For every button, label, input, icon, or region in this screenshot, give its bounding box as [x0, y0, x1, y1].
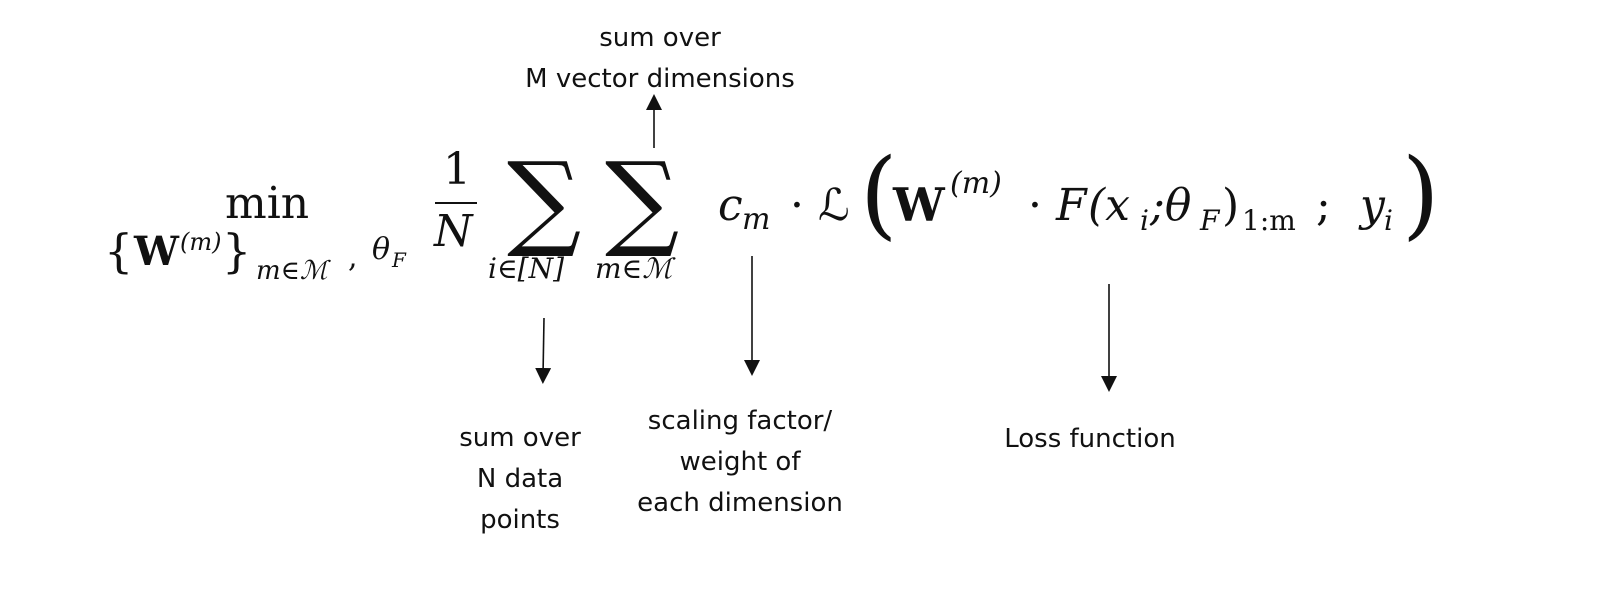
formula-y: y [1360, 180, 1385, 231]
formula-semicolon: ; [1316, 180, 1331, 231]
formula-y-sub: i [1384, 204, 1393, 237]
formula-inner-theta: ;θ [1150, 180, 1192, 231]
formula-lbrace: { [104, 224, 134, 278]
formula-cdot-2: · [1028, 180, 1042, 231]
annotation-loss-line1: Loss function [1004, 424, 1176, 454]
formula-w-set-sup: (m) [180, 228, 222, 256]
formula-c-sub: m [742, 202, 771, 237]
arrow-down-sum-n [535, 317, 552, 384]
formula-sum-m-sub: m∈ℳ [595, 252, 673, 285]
formula-w: W [893, 178, 945, 232]
annotation-sum-n-line1: sum over [459, 423, 581, 453]
annotation-scaling: scaling factor/ weight of each dimension [620, 401, 860, 524]
formula-fraction-numerator: 1 [443, 144, 471, 195]
formula-fraction-bar [435, 202, 477, 204]
formula-lparen: ( [860, 138, 898, 250]
formula-cdot: · [790, 180, 804, 231]
formula-theta2-sub: F [1200, 204, 1220, 237]
formula-set-sub: m∈ℳ [256, 256, 328, 286]
formula-min: min [225, 178, 310, 229]
annotation-scaling-line1: scaling factor/ [647, 406, 833, 436]
formula-w-set: W [134, 228, 179, 275]
formula-fraction-denominator: N [434, 206, 473, 257]
formula-rbrace: } [222, 224, 252, 278]
formula-sum-n-sigma: ∑ [507, 139, 582, 261]
formula-range-sub: 1:m [1242, 204, 1296, 237]
annotation-loss: Loss function [960, 419, 1220, 460]
formula-sum-n-sub: i∈[N] [488, 252, 565, 285]
annotation-sum-m-line1: sum over [599, 23, 721, 53]
formula-c: c [718, 180, 743, 231]
annotation-sum-m-line2: M vector dimensions [525, 64, 795, 94]
formula-f: F [1056, 180, 1087, 231]
annotation-scaling-line2: weight of [679, 447, 801, 477]
formula-inner-close: ) [1222, 180, 1240, 231]
formula-theta-sub: F [392, 248, 406, 272]
annotation-sum-n-line3: points [480, 505, 560, 535]
formula-loss-symbol: ℒ [818, 180, 850, 231]
formula-inner-open: (x [1088, 180, 1130, 231]
formula-theta: θ [372, 232, 391, 267]
annotation-sum-n: sum over N data points [440, 418, 600, 541]
annotation-sum-n-line2: N data [476, 464, 564, 494]
formula-rparen: ) [1402, 138, 1440, 250]
annotation-scaling-line3: each dimension [637, 488, 843, 518]
formula-comma: , [348, 240, 358, 275]
formula-w-sup: (m) [950, 166, 1002, 201]
formula-x-sub: i [1140, 204, 1149, 237]
annotation-sum-m: sum over M vector dimensions [510, 18, 810, 100]
formula-sum-m-sigma: ∑ [605, 139, 680, 261]
